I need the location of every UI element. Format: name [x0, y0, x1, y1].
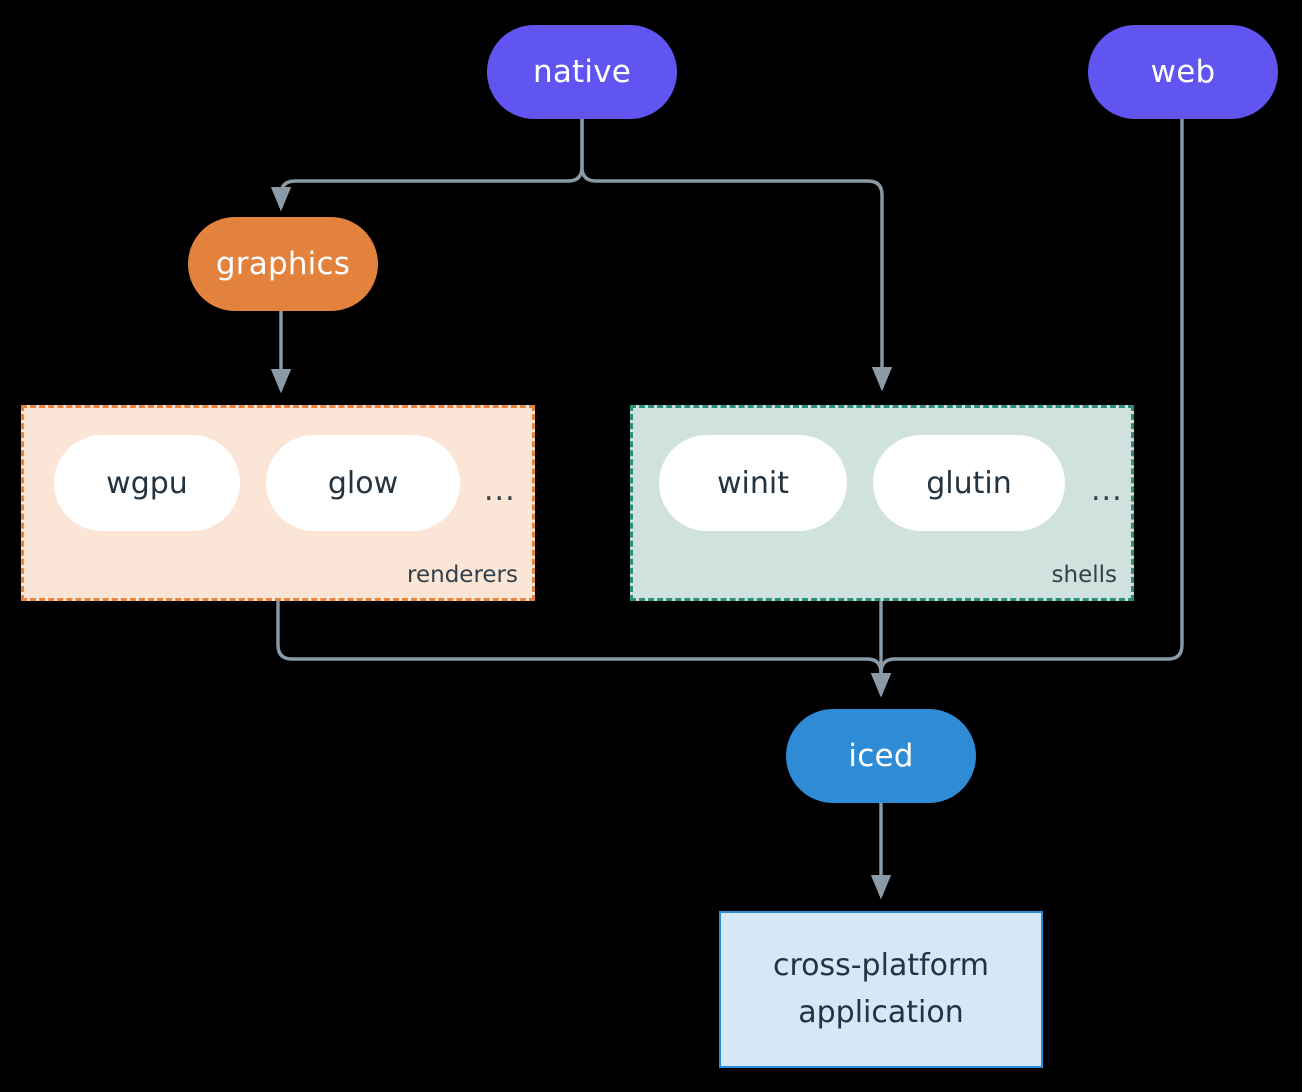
node-winit-label: winit: [717, 465, 789, 501]
edge-native-graphics: [270, 119, 584, 212]
node-glow[interactable]: glow: [266, 435, 460, 531]
edge-renderers-iced: [276, 601, 892, 698]
node-application-label-line2: application: [798, 994, 964, 1030]
node-native-label: native: [532, 53, 632, 90]
shells-ellipsis: ...: [1091, 473, 1123, 508]
node-iced-label: iced: [848, 737, 914, 774]
node-web-label: web: [1150, 53, 1216, 90]
node-glutin-label: glutin: [926, 465, 1012, 501]
node-application-label-line1: cross-platform: [772, 948, 990, 983]
node-graphics-label: graphics: [215, 245, 351, 282]
group-renderers-label: renderers: [407, 562, 518, 588]
edge-web-iced: [870, 119, 1184, 698]
node-graphics[interactable]: graphics: [188, 217, 378, 311]
group-shells[interactable]: winit glutin ... shells: [630, 405, 1134, 601]
node-application[interactable]: cross-platform application: [719, 911, 1043, 1068]
node-wgpu[interactable]: wgpu: [54, 435, 240, 531]
group-renderers[interactable]: wgpu glow ... renderers: [21, 405, 535, 601]
group-shells-label: shells: [1051, 562, 1117, 588]
node-iced[interactable]: iced: [786, 709, 976, 803]
node-wgpu-label: wgpu: [106, 465, 188, 501]
edge-native-shells: [580, 119, 893, 392]
node-glow-label: glow: [327, 465, 399, 501]
node-winit[interactable]: winit: [659, 435, 847, 531]
renderers-ellipsis: ...: [484, 473, 516, 508]
node-web[interactable]: web: [1088, 25, 1278, 119]
node-native[interactable]: native: [487, 25, 677, 119]
node-glutin[interactable]: glutin: [873, 435, 1065, 531]
